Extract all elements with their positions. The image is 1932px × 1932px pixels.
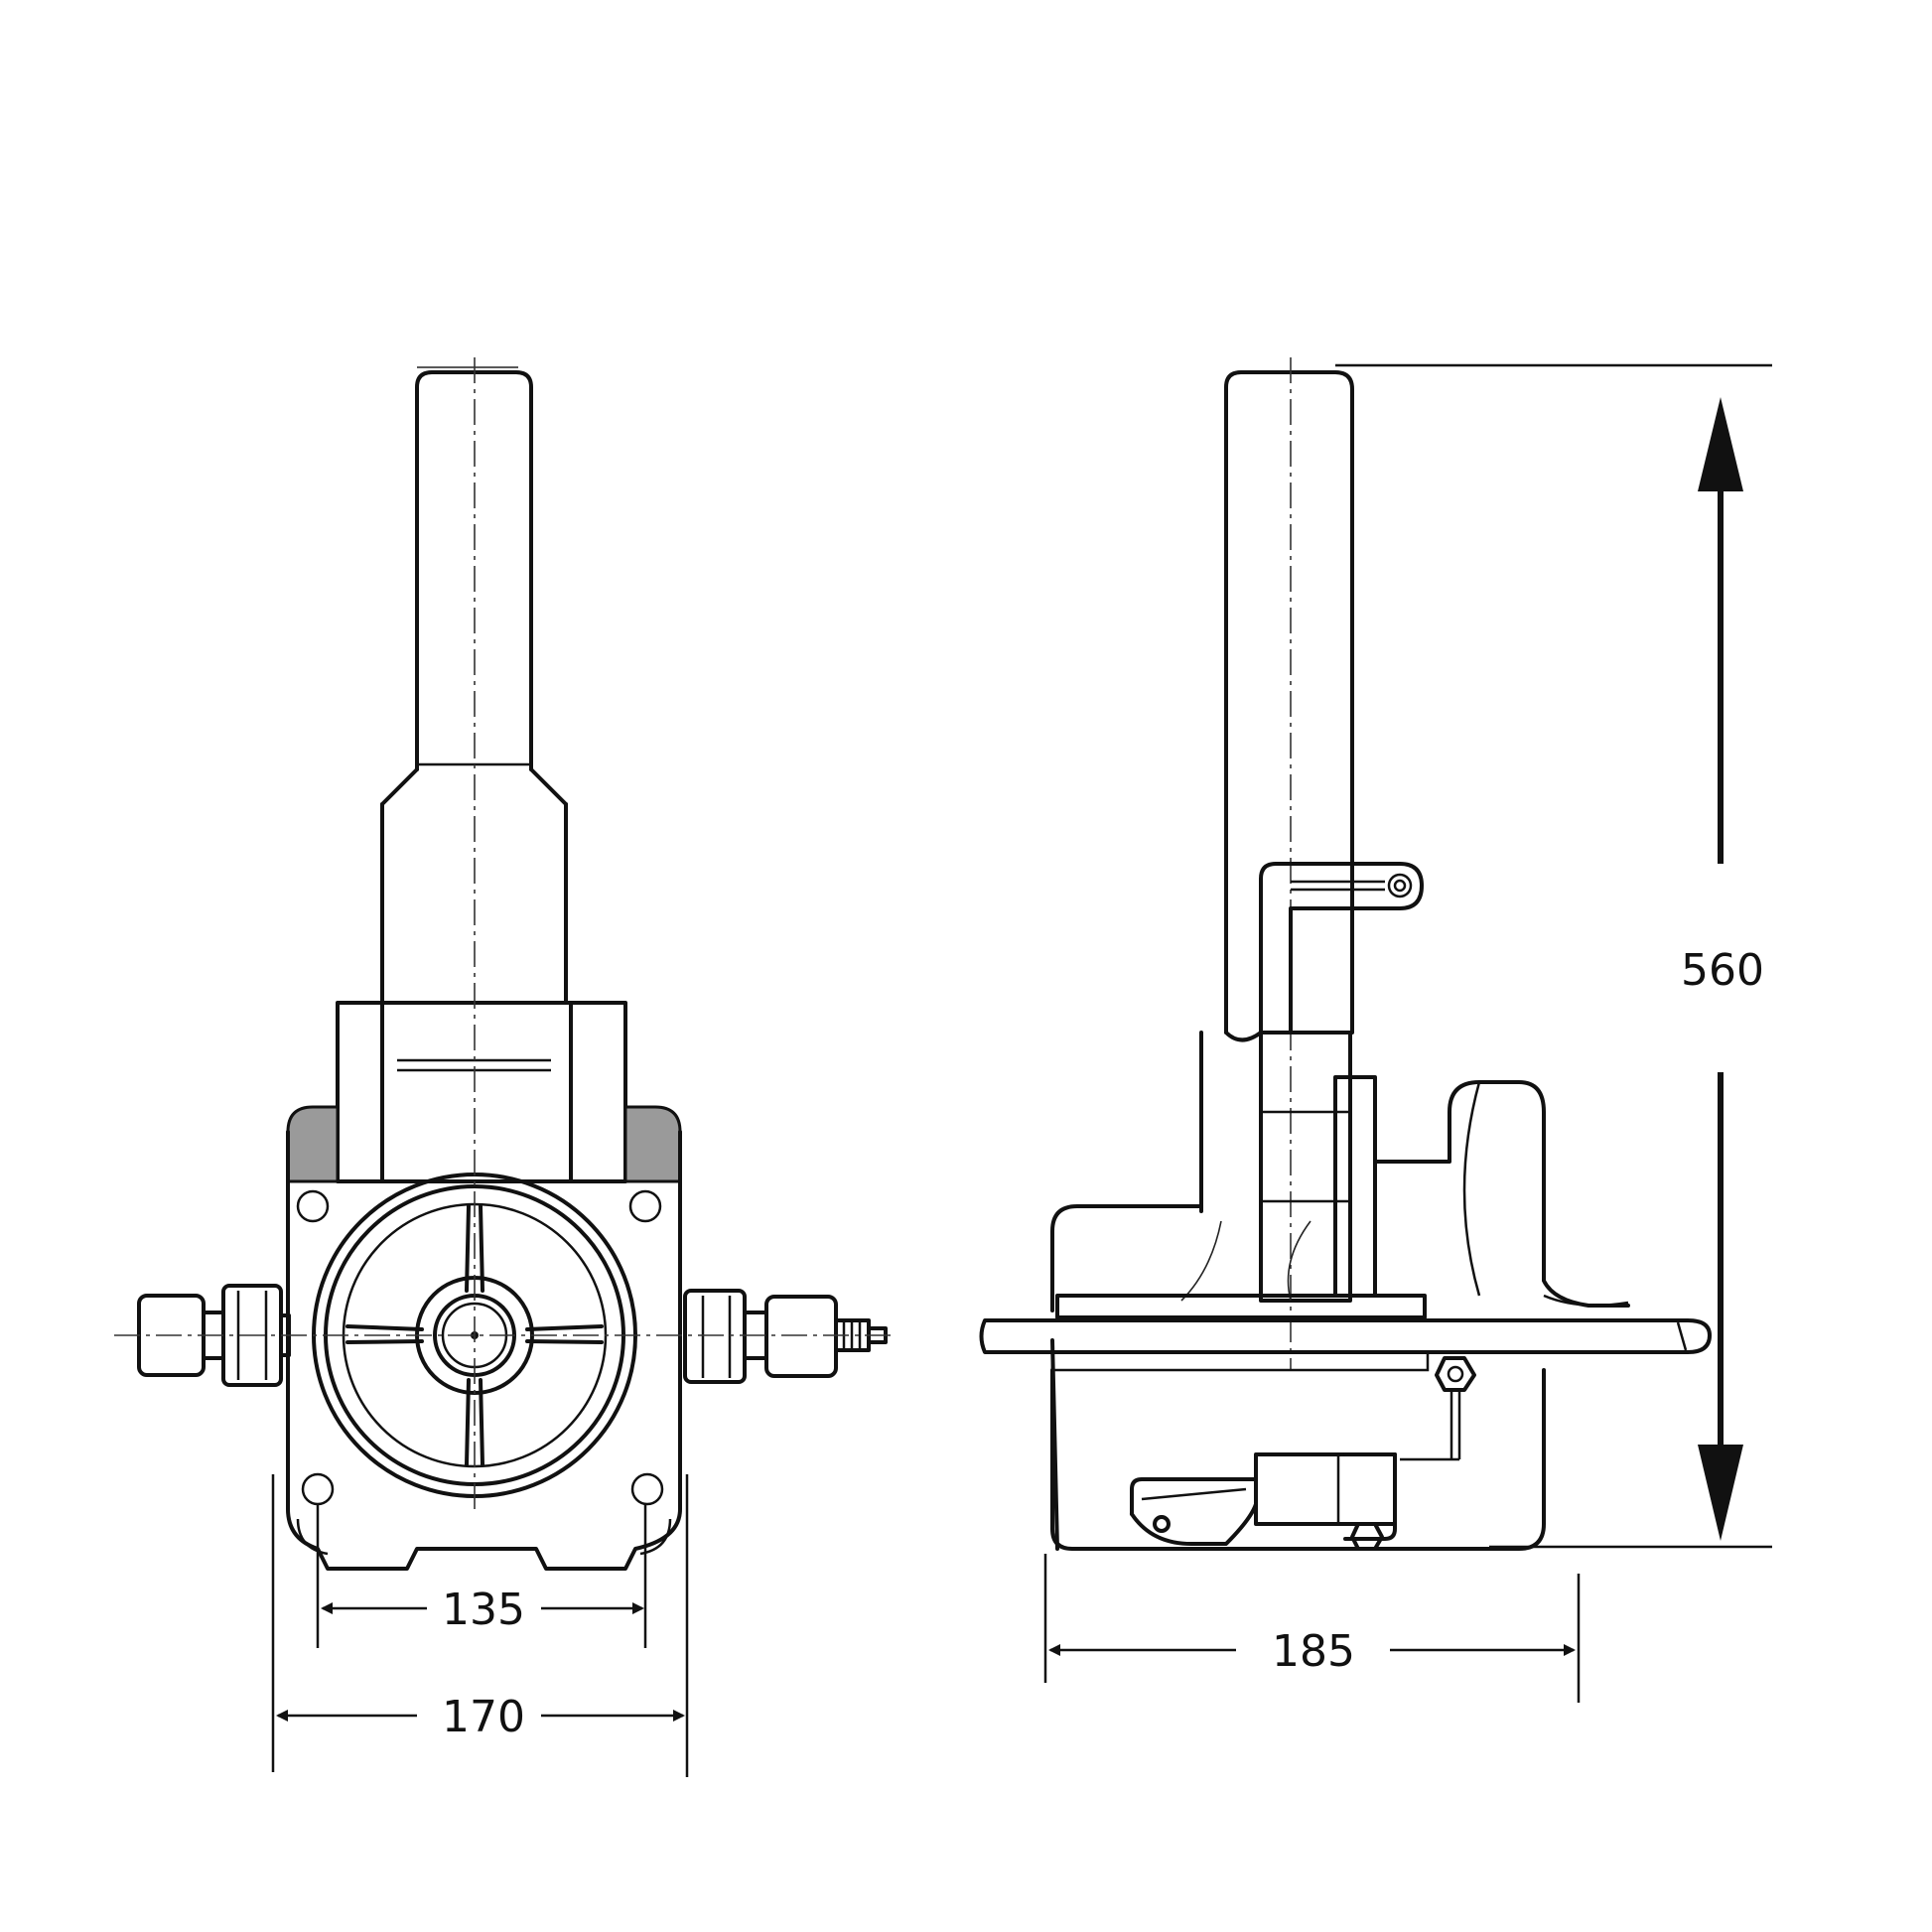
front-hatched-right	[623, 1105, 682, 1183]
front-right-fitting	[683, 1289, 888, 1384]
side-base-plate	[979, 1318, 1712, 1354]
side-lower-valve	[1130, 1452, 1397, 1551]
front-hatched-left	[286, 1105, 340, 1183]
dim-170-label: 170	[442, 1692, 525, 1742]
dimension-lines: 135 170 185 560	[271, 363, 1772, 1777]
front-neck	[380, 802, 568, 1005]
dim-185-label: 185	[1272, 1626, 1355, 1677]
side-view	[979, 357, 1712, 1551]
front-bolt-hole-tl	[296, 1189, 330, 1223]
front-bolt-hole-bl	[301, 1472, 335, 1506]
front-pump-body	[286, 1130, 682, 1571]
side-lower-body	[1050, 1204, 1546, 1551]
dim-135-label: 135	[442, 1585, 525, 1635]
side-handle-tube	[1224, 370, 1354, 1035]
dim-560-label: 560	[1681, 945, 1764, 996]
side-mid-column	[1259, 1031, 1352, 1303]
side-rear-housing	[1373, 1080, 1630, 1308]
front-bolt-hole-tr	[628, 1189, 662, 1223]
front-bolt-hole-br	[630, 1472, 664, 1506]
side-lever	[1259, 862, 1424, 1035]
front-view	[114, 357, 894, 1571]
side-bolt-nut	[1400, 1356, 1476, 1461]
